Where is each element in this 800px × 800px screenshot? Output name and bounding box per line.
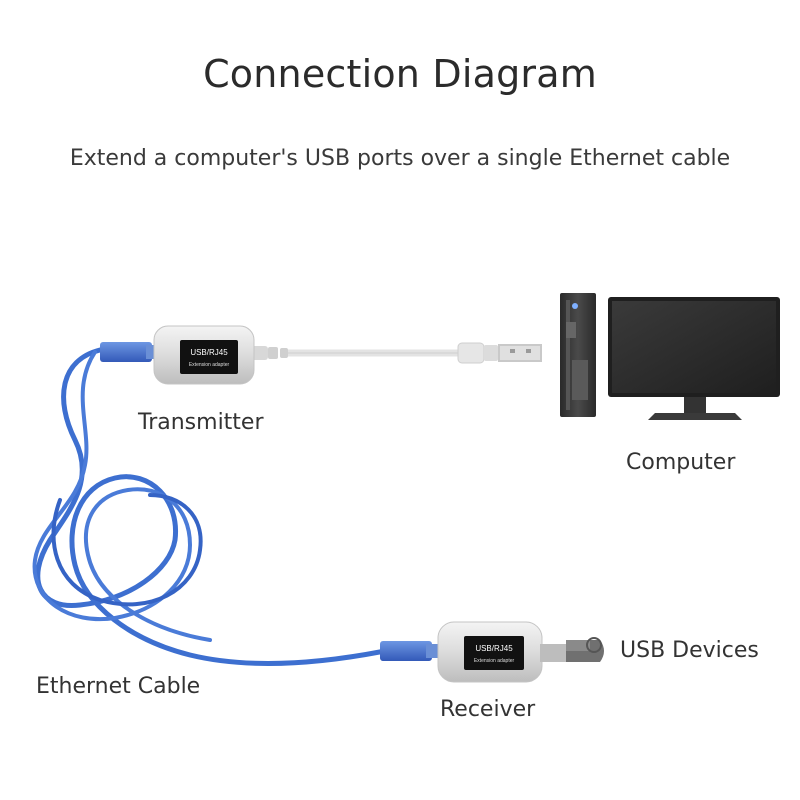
- computer-monitor: [608, 297, 780, 420]
- ethernet-cable-label: Ethernet Cable: [36, 674, 201, 699]
- receiver-adapter-sublabel: Extension adapter: [474, 658, 515, 664]
- ethernet-cable: [32, 347, 393, 666]
- transmitter-adapter-sublabel: Extension adapter: [189, 362, 230, 368]
- transmitter-rj45-plug: [100, 342, 160, 362]
- page-title: Connection Diagram: [203, 52, 597, 96]
- usb-flash-drive: [540, 637, 604, 662]
- usb-devices-label: USB Devices: [620, 638, 759, 663]
- transmitter-adapter-label: USB/RJ45: [190, 348, 228, 357]
- receiver-adapter-label: USB/RJ45: [475, 644, 513, 653]
- transmitter-adapter: USB/RJ45 Extension adapter: [153, 325, 255, 385]
- receiver-rj45-plug: [380, 641, 440, 661]
- transmitter-label: Transmitter: [138, 410, 264, 435]
- computer-tower: [560, 293, 596, 417]
- page-subtitle: Extend a computer's USB ports over a sin…: [69, 146, 731, 171]
- receiver-label: Receiver: [440, 697, 536, 722]
- computer-label: Computer: [626, 450, 736, 475]
- usb-cable: [250, 342, 542, 364]
- receiver-adapter: USB/RJ45 Extension adapter: [437, 621, 543, 683]
